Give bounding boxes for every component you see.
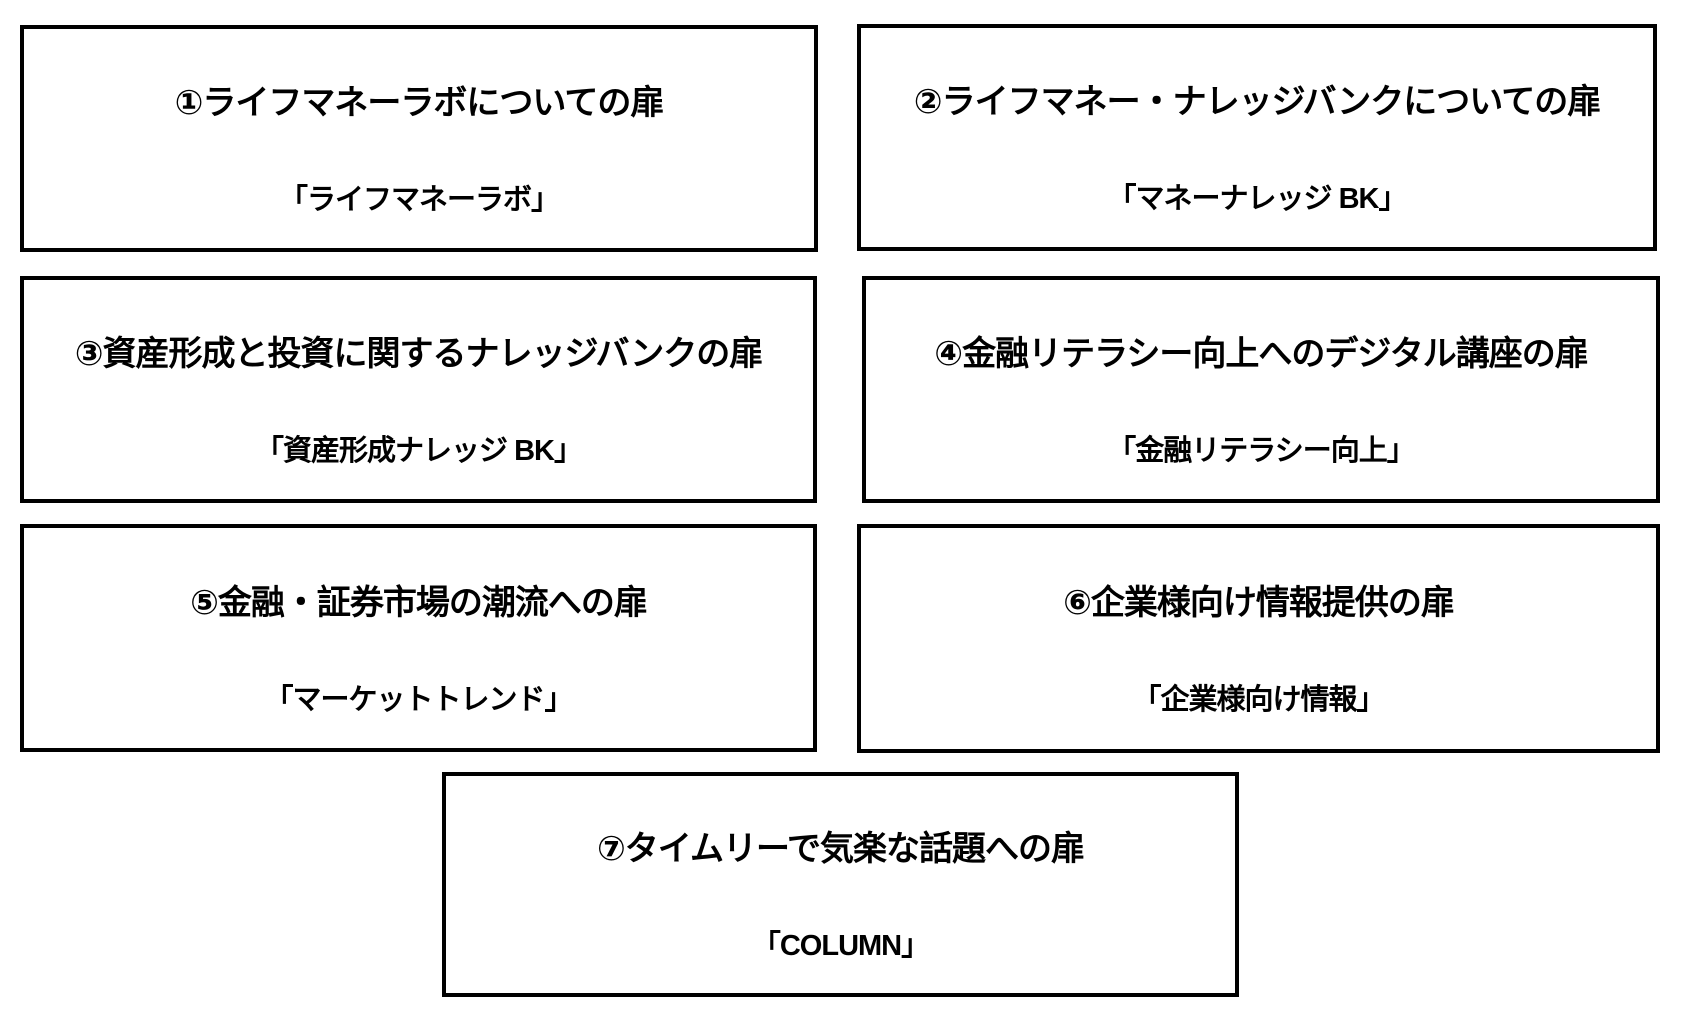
door-box-column: ⑦タイムリーで気楽な話題への扉 「COLUMN」	[442, 772, 1239, 997]
door-title: ⑤金融・証券市場の潮流への扉	[190, 583, 648, 622]
door-label: 「企業様向け情報」	[1132, 684, 1385, 716]
door-title: ④金融リテラシー向上へのデジタル講座の扉	[934, 335, 1588, 373]
door-box-market-trend: ⑤金融・証券市場の潮流への扉 「マーケットトレンド」	[20, 524, 817, 752]
door-label: 「COLUMN」	[751, 930, 930, 962]
door-title: ⑦タイムリーで気楽な話題への扉	[596, 830, 1085, 868]
door-label: 「ライフマネーラボ」	[278, 184, 560, 216]
door-title: ②ライフマネー・ナレッジバンクについての扉	[913, 83, 1601, 121]
door-box-money-knowledge-bank: ②ライフマネー・ナレッジバンクについての扉 「マネーナレッジ BK」	[857, 24, 1657, 251]
door-box-financial-literacy: ④金融リテラシー向上へのデジタル講座の扉 「金融リテラシー向上」	[862, 276, 1660, 503]
door-label: 「マーケットトレンド」	[264, 683, 573, 716]
door-box-corporate-info: ⑥企業様向け情報提供の扉 「企業様向け情報」	[857, 524, 1660, 753]
door-label: 「金融リテラシー向上」	[1107, 435, 1415, 467]
door-title: ③資産形成と投資に関するナレッジバンクの扉	[74, 335, 763, 373]
door-label: 「資産形成ナレッジ BK」	[255, 435, 583, 467]
door-title: ⑥企業様向け情報提供の扉	[1063, 584, 1455, 622]
door-label: 「マネーナレッジ BK」	[1107, 183, 1408, 215]
door-box-life-money-lab: ①ライフマネーラボについての扉 「ライフマネーラボ」	[20, 25, 818, 252]
door-title: ①ライフマネーラボについての扉	[174, 84, 665, 122]
door-box-asset-building-knowledge-bank: ③資産形成と投資に関するナレッジバンクの扉 「資産形成ナレッジ BK」	[20, 276, 817, 503]
